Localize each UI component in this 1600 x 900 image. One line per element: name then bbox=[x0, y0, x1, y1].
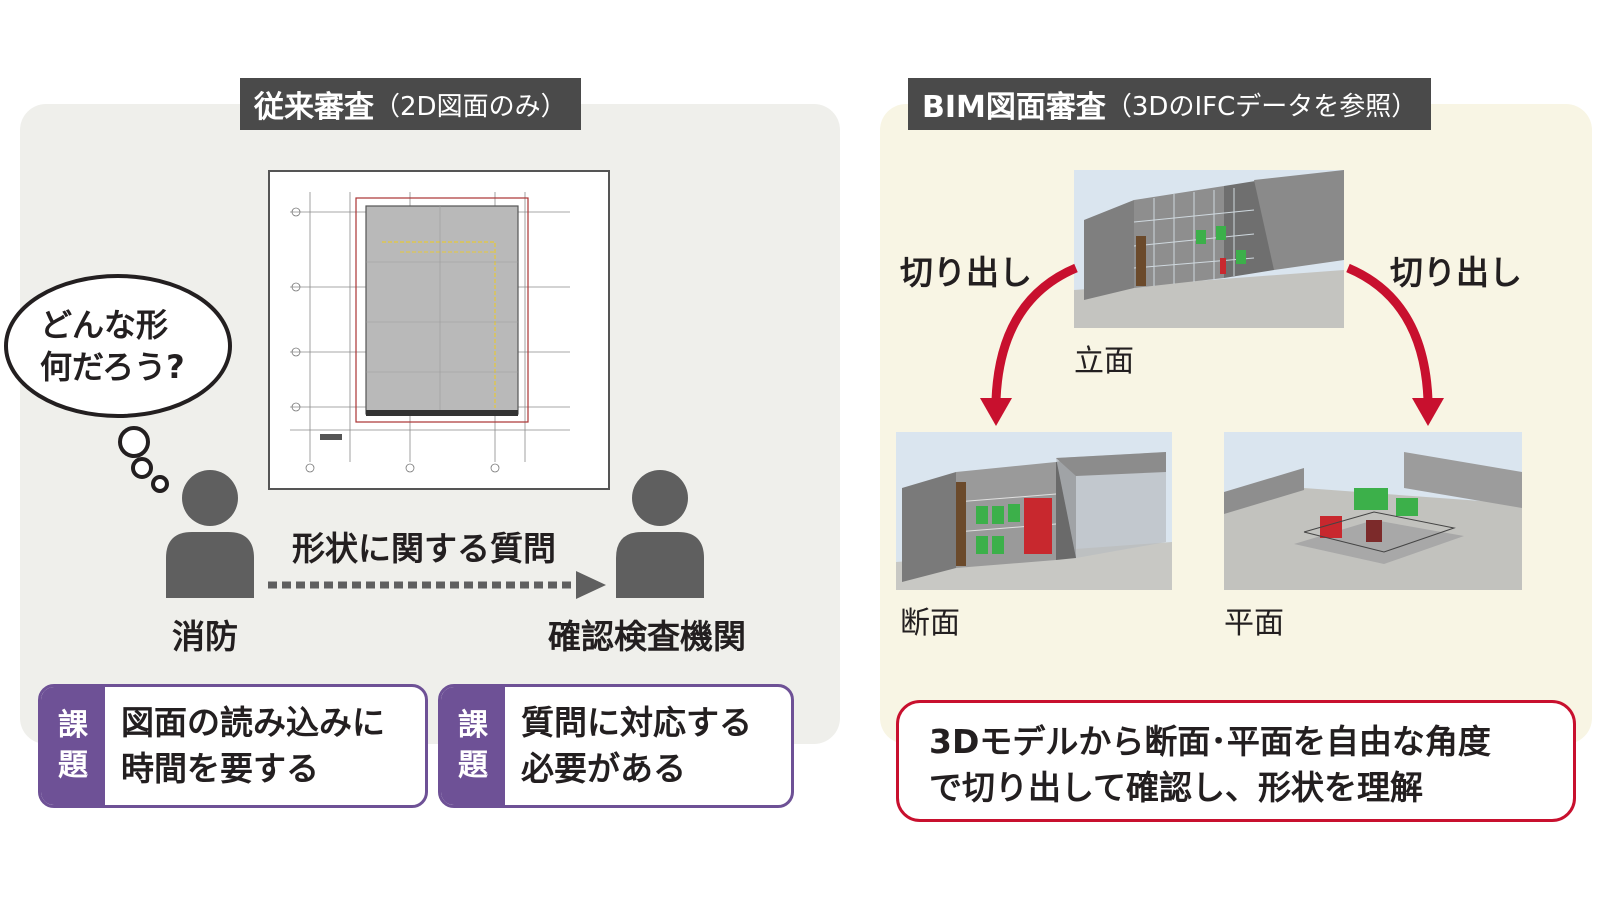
issue-1-line-1: 図面の読み込みに bbox=[121, 703, 385, 742]
conclusion-line-1: 3Dモデルから断面･平面を自由な角度 bbox=[929, 722, 1491, 761]
dashed-arrow-icon bbox=[268, 571, 606, 599]
conclusion-line-2: で切り出して確認し、形状を理解 bbox=[929, 768, 1424, 807]
bubble-line-2: 何だろう? bbox=[40, 348, 185, 386]
extract-label-right: 切り出し bbox=[1390, 253, 1522, 292]
extract-label-left: 切り出し bbox=[900, 253, 1032, 292]
conclusion-box: 3Dモデルから断面･平面を自由な角度 で切り出して確認し、形状を理解 bbox=[896, 700, 1576, 822]
plan-label: 平面 bbox=[1224, 606, 1284, 641]
inspection-agency-label: 確認検査機関 bbox=[548, 617, 746, 656]
issue-2-line-1: 質問に対応する bbox=[521, 703, 752, 742]
elevation-label: 立面 bbox=[1074, 344, 1134, 379]
issue-box-1: 課題 図面の読み込みに 時間を要する bbox=[38, 684, 428, 808]
issue-1-line-2: 時間を要する bbox=[121, 749, 319, 788]
elevation-3d-model bbox=[1074, 170, 1344, 328]
2d-floor-plan-drawing bbox=[268, 170, 610, 490]
person-icon-inspection-agency bbox=[616, 470, 704, 598]
issue-tag-1: 課題 bbox=[41, 687, 105, 805]
curved-arrow-left-icon bbox=[980, 263, 1078, 426]
issue-box-2: 課題 質問に対応する 必要がある bbox=[438, 684, 794, 808]
bubble-line-1: どんな形 bbox=[40, 306, 169, 344]
thought-bubble bbox=[4, 274, 232, 493]
plan-3d-model bbox=[1224, 432, 1522, 590]
fire-dept-label: 消防 bbox=[172, 617, 238, 656]
person-icon-fire-dept bbox=[166, 470, 254, 598]
issue-2-line-2: 必要がある bbox=[521, 749, 686, 788]
section-label: 断面 bbox=[900, 606, 960, 641]
conventional-review-title: 従来審査（2D図面のみ） bbox=[240, 78, 581, 130]
question-label: 形状に関する質問 bbox=[292, 529, 556, 568]
section-3d-model bbox=[896, 432, 1172, 590]
issue-tag-2: 課題 bbox=[441, 687, 505, 805]
bim-review-title: BIM図面審査（3DのIFCデータを参照） bbox=[908, 78, 1432, 130]
curved-arrow-right-icon bbox=[1346, 263, 1444, 426]
